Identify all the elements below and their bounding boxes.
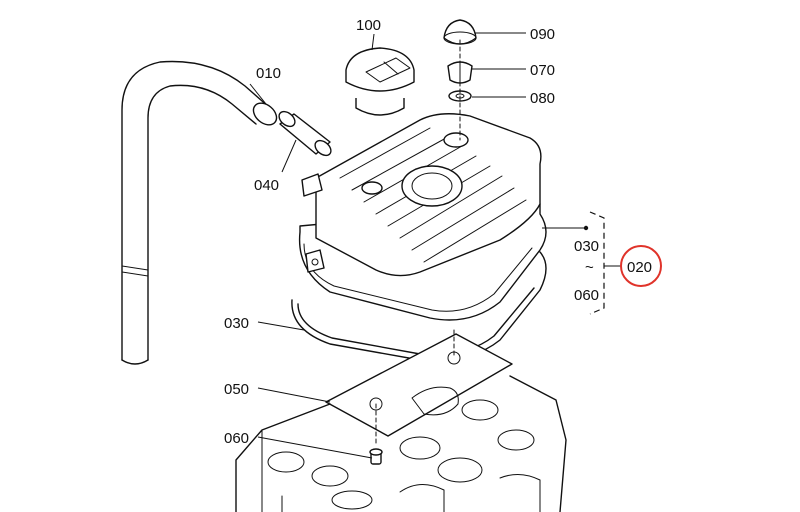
label-040: 040 — [254, 177, 279, 194]
breather-hose — [121, 60, 278, 365]
leader-lines — [249, 32, 622, 459]
label-020: 020 — [627, 259, 652, 276]
pipe-joint — [278, 110, 332, 157]
label-010: 010 — [256, 65, 281, 82]
label-090: 090 — [530, 26, 555, 43]
highlight-circle — [620, 245, 662, 287]
bolt — [369, 448, 383, 465]
cylinder-head-cover — [298, 113, 547, 321]
label-030: 030 — [224, 315, 249, 332]
gasket-plate — [325, 333, 513, 437]
label-060-group: 060 — [574, 287, 599, 304]
cylinder-head — [235, 375, 567, 512]
group-bracket — [589, 211, 605, 315]
label-060: 060 — [224, 430, 249, 447]
label-030-group: 030 — [574, 238, 599, 255]
label-080: 080 — [530, 90, 555, 107]
label-050: 050 — [224, 381, 249, 398]
oil-filler-cap — [345, 47, 415, 116]
label-070: 070 — [530, 62, 555, 79]
label-100: 100 — [356, 17, 381, 34]
label-range-tilde: ~ — [585, 259, 594, 276]
